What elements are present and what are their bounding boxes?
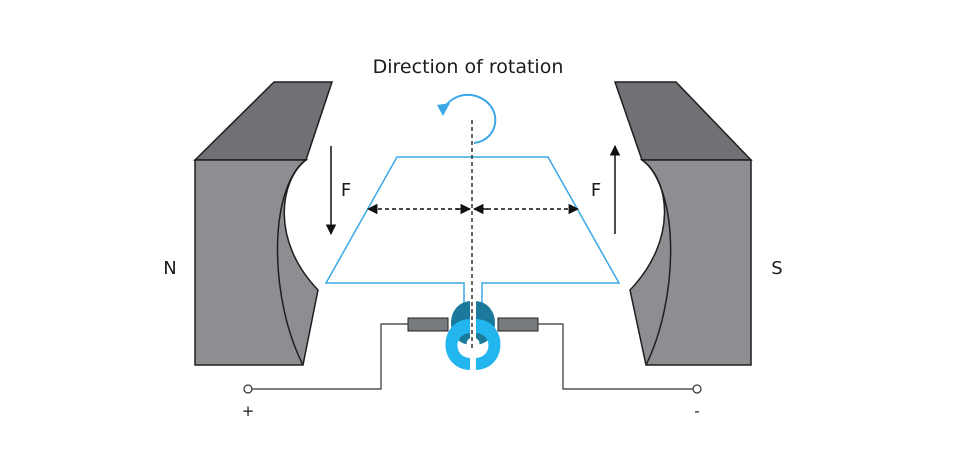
pole-label-north: N (163, 258, 176, 279)
terminal-label-negative: - (694, 402, 699, 420)
wire-positive (252, 323, 408, 390)
brush-left (407, 317, 449, 332)
diagram-title: Direction of rotation (373, 56, 564, 78)
rotation-arrow-icon (437, 94, 497, 144)
terminal-positive (243, 384, 253, 394)
terminal-label-positive: + (242, 402, 255, 420)
force-label-right: F (591, 180, 601, 201)
wire-negative (538, 323, 693, 390)
magnet-south (613, 81, 753, 366)
magnet-north (193, 81, 334, 366)
pole-label-south: S (771, 258, 782, 279)
force-label-left: F (341, 180, 351, 201)
brush-right (497, 317, 539, 332)
terminal-negative (692, 384, 702, 394)
commutator (445, 294, 501, 372)
